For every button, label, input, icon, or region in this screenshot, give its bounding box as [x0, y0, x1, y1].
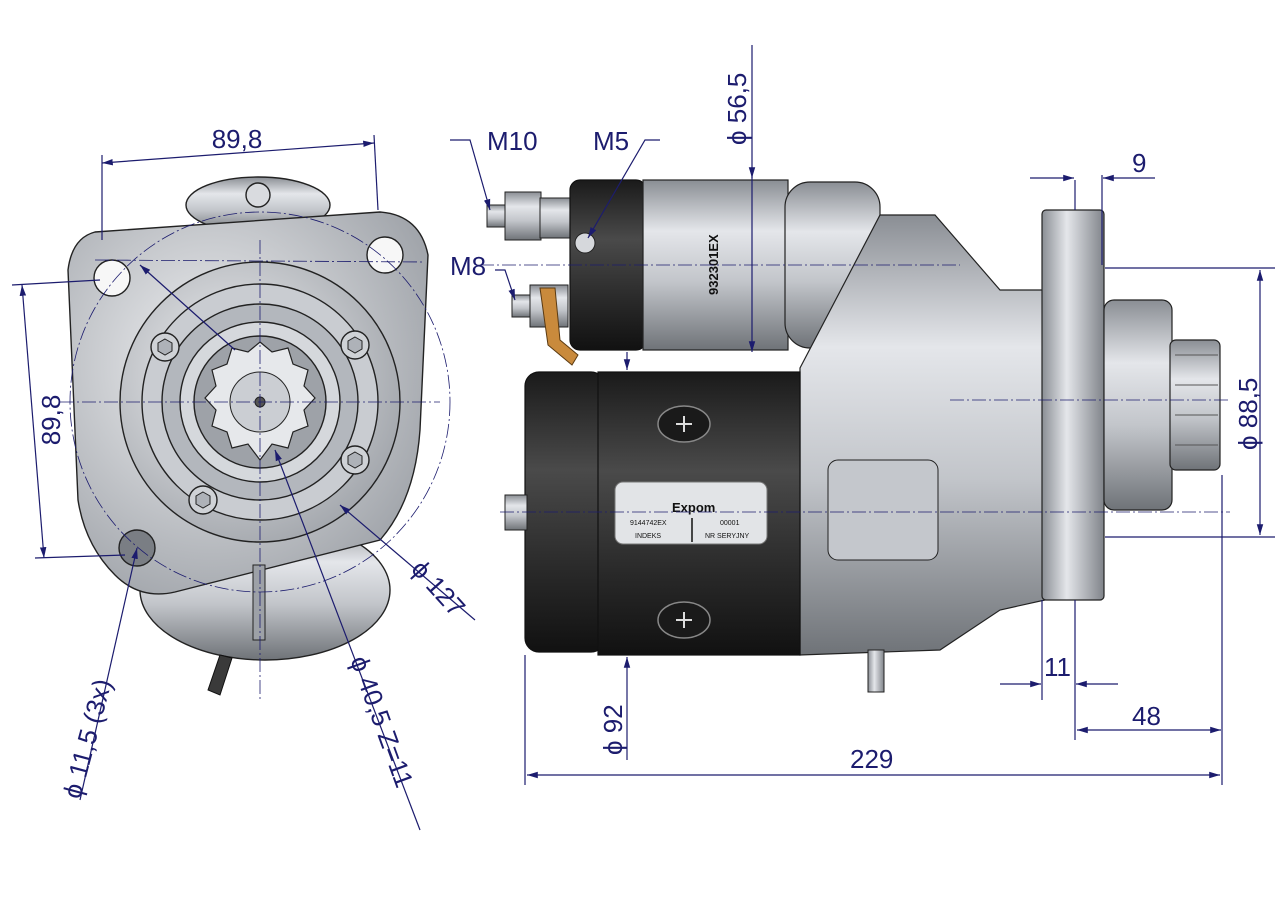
part-number: 9144742EX [630, 520, 667, 527]
pinion-side [1169, 339, 1221, 471]
dim-m5: M5 [593, 126, 629, 156]
terminal-m10-washer [539, 197, 571, 239]
terminal-m10-nut [504, 191, 542, 241]
name-plate [614, 481, 768, 545]
side-view: 932301EX Expom 9144742EX INDEKS 00001 NR… [450, 45, 1275, 785]
mounting-hole-2 [366, 236, 404, 274]
dim-pinion: ϕ 40,5 Z=11 [344, 652, 419, 792]
copper-strap [539, 287, 579, 366]
brand-label: Expom [672, 500, 715, 515]
index-label: INDEKS [635, 533, 661, 540]
rear-bolt [504, 494, 528, 531]
dim-flange-thickness: 9 [1132, 148, 1146, 178]
dim-hole-spacing: 89,8 [36, 395, 66, 446]
dim-flange-width: 89,8 [212, 124, 263, 154]
dim-pilot-length: 11 [1044, 652, 1071, 682]
dim-pinion-length: 48 [1132, 701, 1161, 731]
front-view: 89,8 89,8 ϕ 11,5 (3x) ϕ 127 ϕ 40,5 Z=11 [11, 124, 476, 831]
dim-overall-length: 229 [850, 744, 893, 774]
m5-screw [574, 232, 596, 254]
pilot [1103, 299, 1173, 511]
dim-bolt-circle: ϕ 127 [406, 554, 472, 623]
dim-m8: M8 [450, 251, 486, 281]
dim-solenoid-dia: ϕ 56,5 [722, 73, 752, 145]
serial-label: NR SERYJNY [705, 533, 750, 540]
drain-tube [867, 649, 885, 693]
cable [207, 654, 233, 696]
dim-motor-dia: ϕ 92 [598, 704, 628, 755]
dim-mounting-hole: ϕ 11,5 (3x) [57, 675, 118, 801]
serial-number: 00001 [720, 520, 740, 527]
solenoid-bolt [245, 182, 271, 208]
dim-m10: M10 [487, 126, 538, 156]
solenoid-label: 932301EX [706, 234, 721, 295]
flange-side [1041, 209, 1105, 601]
mounting-hole-1 [93, 259, 131, 297]
flange-screws [150, 330, 370, 515]
boss [827, 459, 939, 561]
lower-tab [252, 564, 266, 641]
dim-pilot-dia: ϕ 88,5 [1233, 378, 1263, 450]
